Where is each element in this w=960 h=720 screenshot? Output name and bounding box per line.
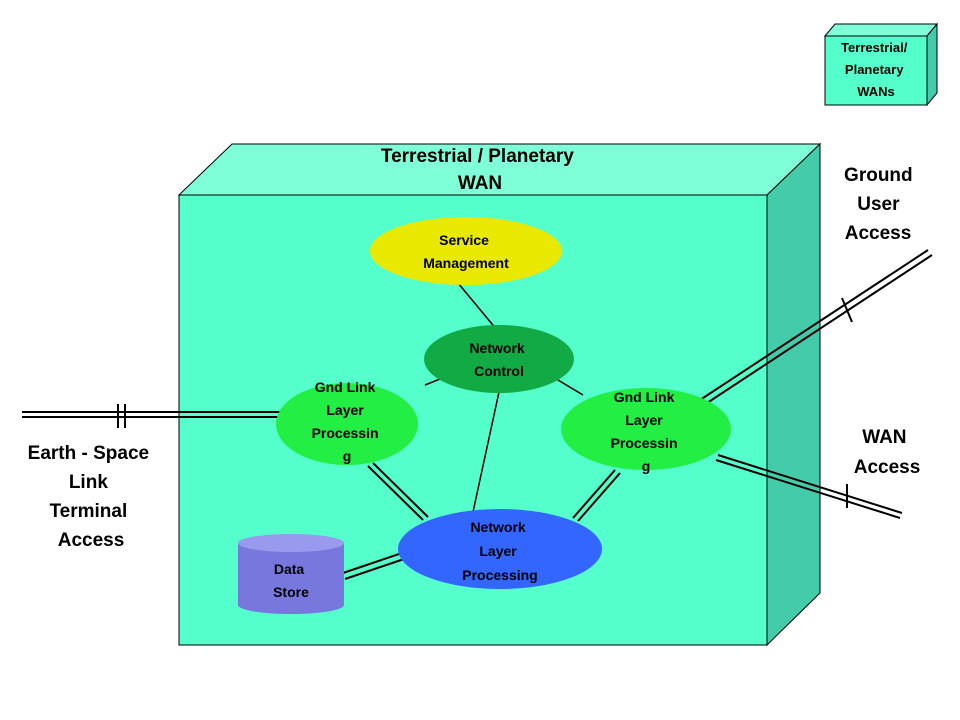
earth-space-link-label: Earth - Space Link Terminal Access (28, 443, 155, 551)
conn-service-control (457, 282, 498, 331)
data-store-cylinder-bottom (238, 596, 344, 614)
wan-access-line (715, 454, 903, 519)
earth-space-link-line (22, 404, 280, 428)
data-store-cylinder-body (238, 543, 344, 605)
ground-user-access-label: Ground User Access (844, 165, 918, 244)
legend-label: Terrestrial/ Planetary WANs (841, 40, 911, 99)
legend-cube-top (823, 23, 939, 37)
node-service-management: Service Management (370, 217, 562, 285)
wan-access-label: WAN Access (854, 427, 921, 478)
node-data-store: Data Store (238, 534, 344, 614)
svg-text:Data Store: Data Store (273, 561, 309, 600)
legend-cube-side (926, 22, 938, 107)
conn-control-netlayer (472, 391, 500, 513)
data-store-cylinder-top (238, 534, 344, 552)
node-network-control: Network Control (424, 325, 574, 393)
node-gnd-link-left: Gnd Link Layer Processin g (276, 379, 418, 465)
svg-text:Gnd Link Layer Pro: Gnd Link Layer Processin g (611, 389, 682, 474)
ground-user-access-line (699, 249, 933, 406)
wan-box-side (766, 142, 821, 647)
legend-cube: Terrestrial/ Planetary WANs (823, 22, 939, 107)
svg-text:Network Layer Proc: Network Layer Processing (462, 519, 537, 583)
conn-control-gndright (552, 376, 584, 396)
node-gnd-link-right: Gnd Link Layer Processin g (561, 388, 731, 474)
svg-text:Gnd Link Layer Pro: Gnd Link Layer Processin g (312, 379, 383, 464)
conn-gndright-netlayer (572, 469, 621, 522)
conn-gndleft-netlayer (367, 462, 429, 521)
internal-connections (342, 282, 621, 580)
svg-text:Network Control: Network Control (469, 340, 528, 379)
svg-text:Service Management: Service Management (423, 232, 509, 271)
node-network-layer-processing: Network Layer Processing (398, 509, 602, 589)
conn-datastore-netlayer (342, 552, 405, 580)
legend-cube-front (824, 35, 928, 106)
wan-box-title: Terrestrial / Planetary WAN (381, 146, 579, 194)
